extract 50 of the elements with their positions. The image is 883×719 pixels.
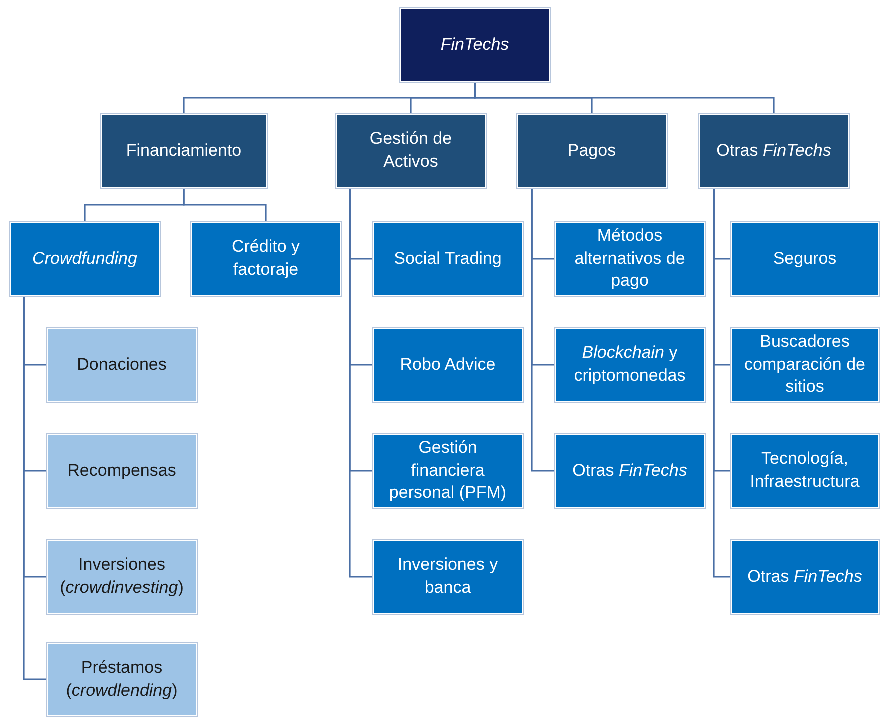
- category-box: [400, 8, 550, 82]
- node-label: Social Trading: [394, 248, 502, 270]
- node-label: Seguros: [773, 248, 837, 270]
- connector-line: [349, 188, 373, 578]
- node-label: Métodos alternativos de pago: [574, 224, 686, 292]
- node-label: Tecnología, Infraestructura: [749, 448, 861, 493]
- category-box: [555, 434, 705, 508]
- node-label: Gestión de Activos: [368, 128, 454, 173]
- category-box: [373, 328, 523, 402]
- category-box: [101, 114, 267, 188]
- node-label: Inversiones y banca: [396, 554, 500, 599]
- category-box: [47, 434, 197, 508]
- node-label: Otras FinTechs: [572, 460, 688, 482]
- category-box: [517, 114, 667, 188]
- category-box: [47, 540, 197, 614]
- category-box: [731, 434, 879, 508]
- node-label: Recompensas: [68, 460, 176, 482]
- category-box: [373, 540, 523, 614]
- category-box: [731, 540, 879, 614]
- node-label: Crédito y factoraje: [230, 236, 302, 281]
- category-box: [10, 222, 160, 296]
- connector-line: [23, 296, 47, 680]
- node-label: FinTechs: [440, 34, 510, 56]
- node-label: Inversiones (crowdinvesting): [59, 554, 185, 599]
- node-label: Donaciones: [77, 354, 167, 376]
- node-label: Crowdfunding: [32, 248, 138, 270]
- category-box: [373, 434, 523, 508]
- connector-line: [713, 188, 731, 578]
- category-box: [47, 328, 197, 402]
- category-box: [191, 222, 341, 296]
- node-label: Robo Advice: [400, 354, 496, 376]
- category-box: [47, 643, 197, 716]
- node-label: Otras FinTechs: [716, 140, 832, 162]
- node-label: Préstamos (crowdlending): [65, 656, 179, 702]
- connector-line: [183, 188, 267, 222]
- category-box: [731, 328, 879, 402]
- node-label: Buscadores comparación de sitios: [744, 330, 866, 398]
- category-box: [373, 222, 523, 296]
- node-label: Pagos: [568, 140, 616, 162]
- node-label: Gestión financiera personal (PFM): [388, 436, 508, 504]
- node-label: Otras FinTechs: [748, 566, 862, 588]
- connector-line: [531, 188, 555, 472]
- category-box: [555, 328, 705, 402]
- node-label: Blockchain y criptomonedas: [573, 342, 687, 387]
- node-label: Financiamiento: [126, 140, 242, 162]
- connector-line: [474, 82, 775, 114]
- category-box: [731, 222, 879, 296]
- category-box: [336, 114, 486, 188]
- category-box: [555, 222, 705, 296]
- category-box: [699, 114, 849, 188]
